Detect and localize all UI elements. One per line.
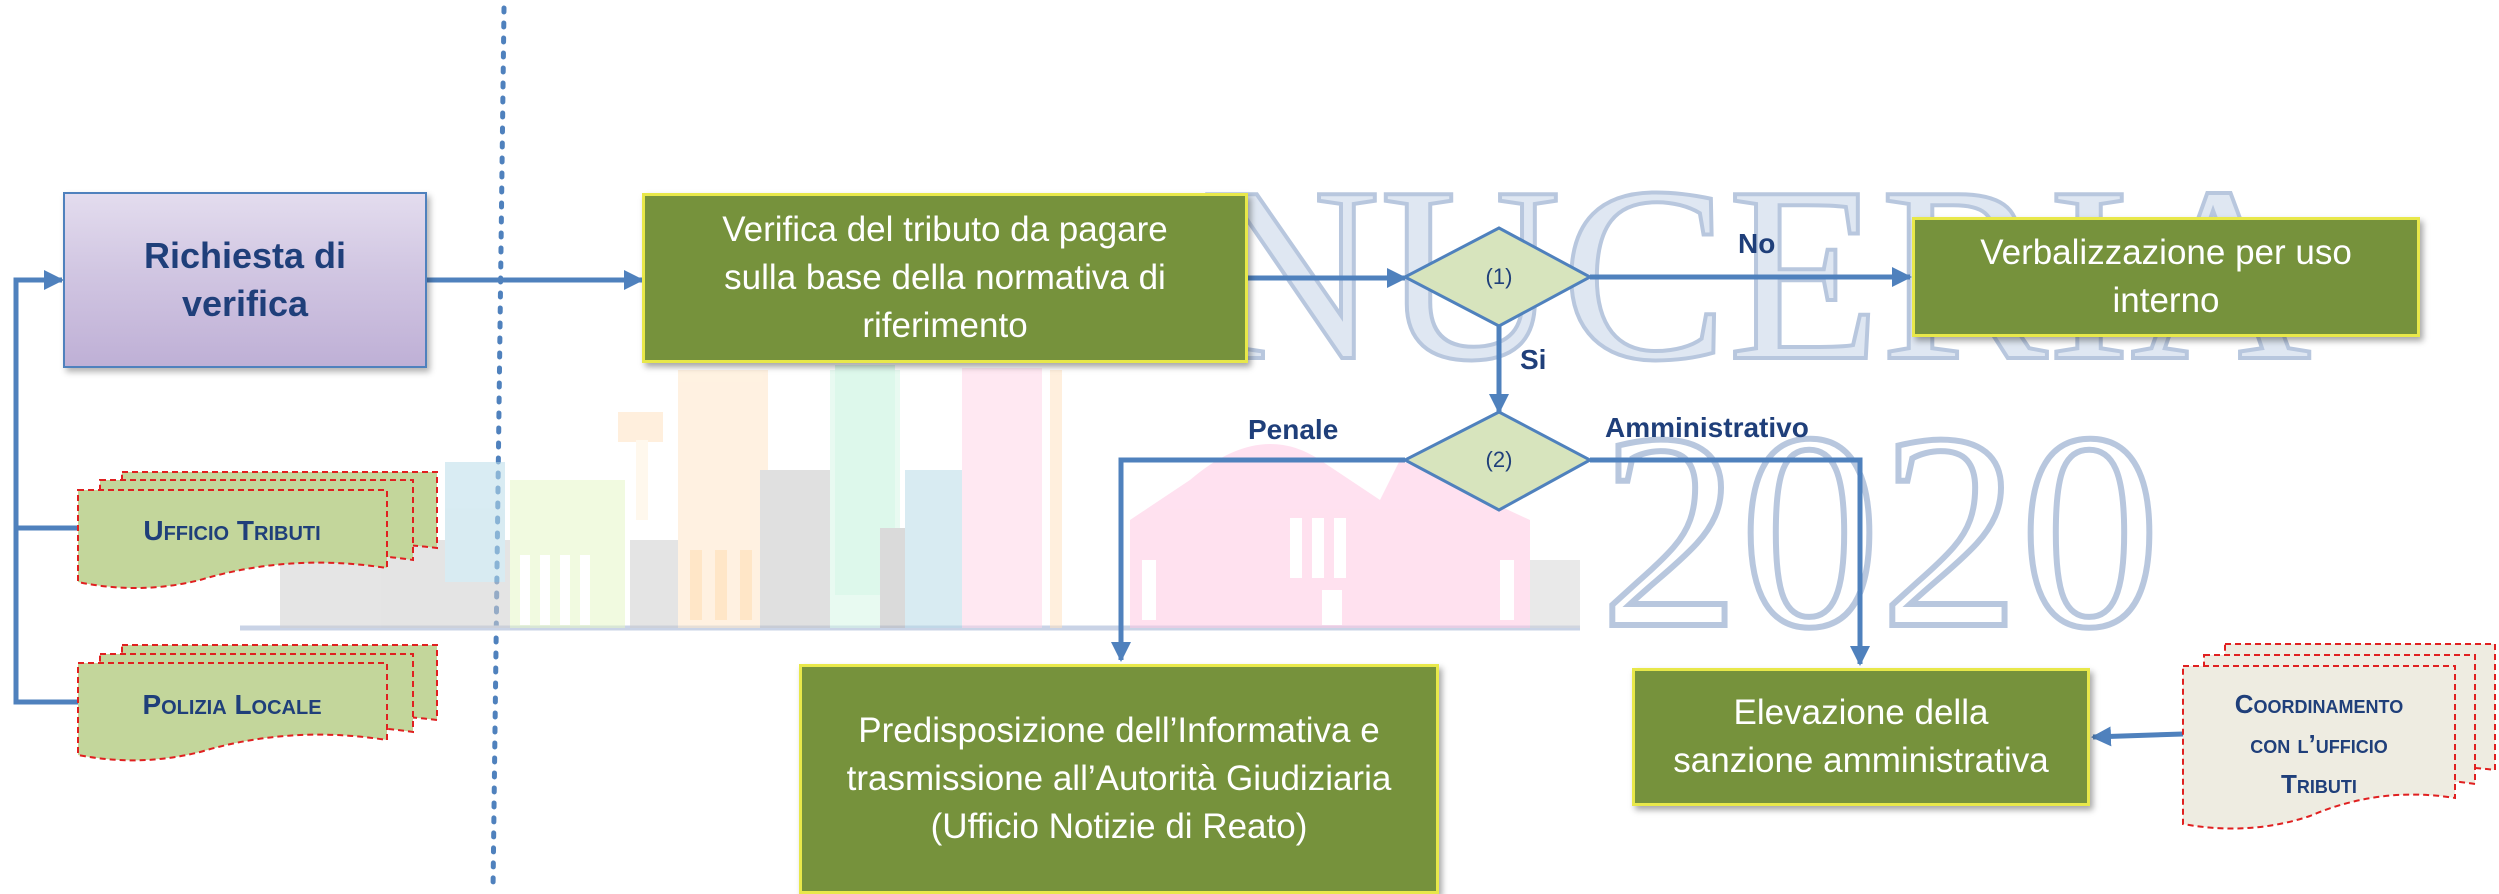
coordination-line-2: con l’ufficio bbox=[2250, 729, 2388, 759]
edge-label-si: Si bbox=[1520, 344, 1547, 375]
verify-node: Verifica del tributo da pagare sulla bas… bbox=[642, 193, 1248, 363]
document-stack-coordination bbox=[2182, 643, 2496, 830]
arrow-penale bbox=[1111, 457, 1405, 662]
internal-line-1: Verbalizzazione per uso bbox=[1980, 233, 2352, 272]
request-node: Richiesta di verifica bbox=[63, 192, 427, 368]
tax-office-label: Ufficio Tributi bbox=[143, 515, 321, 546]
admin-line-2: sanzione amministrativa bbox=[1673, 741, 2049, 780]
arrow-amministrativo bbox=[1590, 457, 1870, 666]
admin-line-1: Elevazione della bbox=[1733, 693, 1989, 732]
coordination-line-3: Tributi bbox=[2281, 769, 2357, 799]
decision-2-label: (2) bbox=[1485, 447, 1513, 472]
penal-line-3: (Ufficio Notizie di Reato) bbox=[930, 807, 1308, 846]
coordination-label: Coordinamento con l’ufficio Tributi bbox=[2188, 684, 2450, 804]
internal-record-node: Verbalizzazione per uso interno bbox=[1912, 217, 2420, 337]
decision-1-label: (1) bbox=[1485, 264, 1513, 289]
local-police-label: Polizia Locale bbox=[142, 689, 322, 720]
arrow-police-to-request bbox=[13, 528, 78, 705]
verify-line-3: riferimento bbox=[862, 306, 1028, 345]
edge-label-amministrativo: Amministrativo bbox=[1605, 412, 1809, 443]
penal-node: Predisposizione dell’Informativa e trasm… bbox=[799, 664, 1439, 894]
coordination-line-1: Coordinamento bbox=[2234, 689, 2404, 719]
internal-line-2: interno bbox=[2112, 281, 2220, 320]
request-label: Richiesta di verifica bbox=[143, 235, 347, 324]
document-stack-tax-office bbox=[77, 471, 438, 589]
arrow-tax-office-to-request bbox=[13, 270, 78, 531]
edge-label-no: No bbox=[1738, 228, 1776, 259]
divider-line bbox=[490, 5, 507, 893]
watermark-year: 2020 bbox=[1600, 375, 2160, 686]
admin-sanction-node: Elevazione della sanzione amministrativa bbox=[1632, 668, 2090, 806]
skyline bbox=[280, 365, 1580, 628]
penal-line-1: Predisposizione dell’Informativa e bbox=[858, 711, 1380, 750]
decision-diamond-2 bbox=[1401, 410, 1594, 512]
decision-diamond-1 bbox=[1401, 226, 1594, 328]
arrow-coordination-to-admin bbox=[2091, 726, 2184, 747]
verify-line-2: sulla base della normativa di bbox=[724, 258, 1166, 297]
verify-line-1: Verifica del tributo da pagare bbox=[722, 210, 1168, 249]
document-stack-local-police bbox=[77, 644, 438, 762]
edge-label-penale: Penale bbox=[1248, 414, 1339, 445]
penal-line-2: trasmissione all’Autorità Giudiziaria bbox=[846, 759, 1392, 798]
